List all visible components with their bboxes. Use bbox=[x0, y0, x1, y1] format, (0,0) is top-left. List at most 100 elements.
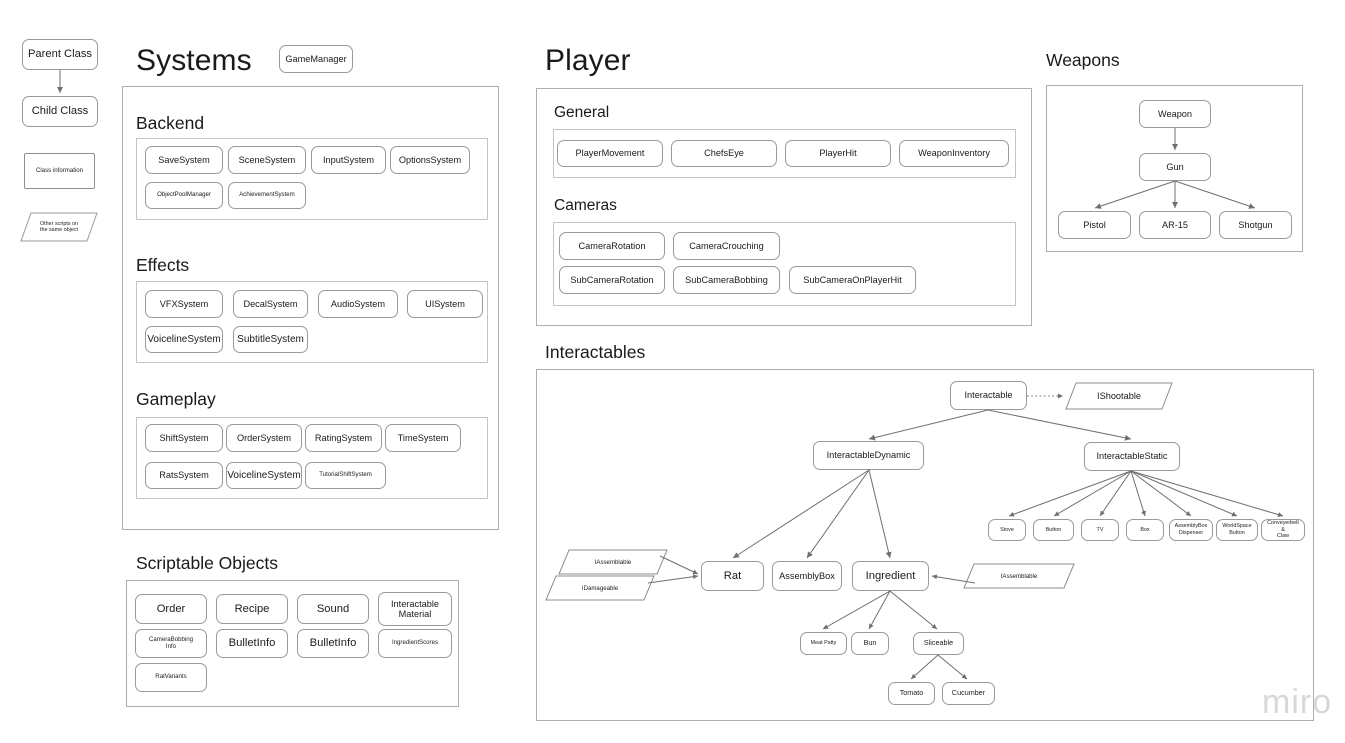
node-label: BulletInfo bbox=[309, 637, 357, 650]
node-shiftsystem[interactable]: ShiftSystem bbox=[145, 424, 223, 452]
node-voicelinesystem-gameplay[interactable]: VoicelineSystem bbox=[226, 462, 302, 489]
legend-other-scripts-parallelogram[interactable]: Other scripts on the same object bbox=[20, 212, 98, 242]
node-conveyerbelt-claw[interactable]: Conveyerbelt & Claw bbox=[1261, 519, 1305, 541]
node-idamageable-interface[interactable]: IDamageable bbox=[545, 575, 655, 601]
node-label: Meat Patty bbox=[810, 640, 837, 647]
node-objectpoolmanager[interactable]: ObjectPoolManager bbox=[145, 182, 223, 209]
node-label: Recipe bbox=[234, 602, 270, 615]
node-ar15[interactable]: AR-15 bbox=[1139, 211, 1211, 239]
node-interactablestatic[interactable]: InteractableStatic bbox=[1084, 442, 1180, 471]
node-cucumber[interactable]: Cucumber bbox=[942, 682, 995, 705]
node-label: BulletInfo bbox=[228, 637, 276, 650]
node-label: OptionsSystem bbox=[398, 154, 462, 165]
node-label: AR-15 bbox=[1161, 219, 1189, 230]
node-label: AudioSystem bbox=[330, 298, 386, 309]
systems-effects-title: Effects bbox=[136, 255, 190, 275]
legend-class-information-node[interactable]: Class information bbox=[24, 153, 95, 189]
node-assemblybox[interactable]: AssemblyBox bbox=[772, 561, 842, 591]
node-pistol[interactable]: Pistol bbox=[1058, 211, 1131, 239]
node-iassemblable-right-interface[interactable]: IAssemblable bbox=[963, 563, 1075, 589]
scriptable-objects-title: Scriptable Objects bbox=[136, 553, 279, 573]
node-label: Rat bbox=[723, 569, 742, 582]
node-ishootable-interface[interactable]: IShootable bbox=[1065, 382, 1173, 410]
node-interactabledynamic[interactable]: InteractableDynamic bbox=[813, 441, 924, 470]
node-subcamerabobbing[interactable]: SubCameraBobbing bbox=[673, 266, 780, 294]
node-label: IngredientScores bbox=[391, 639, 439, 647]
node-ingredient[interactable]: Ingredient bbox=[852, 561, 929, 591]
parallelogram-shape bbox=[558, 549, 668, 575]
node-bun[interactable]: Bun bbox=[851, 632, 889, 655]
node-audiosystem[interactable]: AudioSystem bbox=[318, 290, 398, 318]
node-box[interactable]: Box bbox=[1126, 519, 1164, 541]
node-subcameraonplayerhit[interactable]: SubCameraOnPlayerHit bbox=[789, 266, 916, 294]
node-label-line1: Interactable bbox=[390, 598, 439, 609]
node-tomato[interactable]: Tomato bbox=[888, 682, 935, 705]
node-ratvariants[interactable]: RatVariants bbox=[135, 663, 207, 692]
node-interactable[interactable]: Interactable bbox=[950, 381, 1027, 410]
parallelogram-shape bbox=[545, 575, 655, 601]
node-gun[interactable]: Gun bbox=[1139, 153, 1211, 181]
node-order[interactable]: Order bbox=[135, 594, 207, 624]
node-meat-patty[interactable]: Meat Patty bbox=[800, 632, 847, 655]
node-label: DecalSystem bbox=[243, 298, 298, 309]
node-tutorialshiftsystem[interactable]: TutorialShiftSystem bbox=[305, 462, 386, 489]
node-tv[interactable]: TV bbox=[1081, 519, 1119, 541]
node-label: RatingSystem bbox=[314, 432, 373, 443]
node-timesystem[interactable]: TimeSystem bbox=[385, 424, 461, 452]
node-ordersystem[interactable]: OrderSystem bbox=[226, 424, 302, 452]
node-playermovement[interactable]: PlayerMovement bbox=[557, 140, 663, 167]
legend-parent-class-node[interactable]: Parent Class bbox=[22, 39, 98, 70]
node-voicelinesystem-effects[interactable]: VoicelineSystem bbox=[145, 326, 223, 353]
node-bulletinfo-1[interactable]: BulletInfo bbox=[216, 629, 288, 658]
node-weaponinventory[interactable]: WeaponInventory bbox=[899, 140, 1009, 167]
node-scenesystem[interactable]: SceneSystem bbox=[228, 146, 306, 174]
node-savesystem[interactable]: SaveSystem bbox=[145, 146, 223, 174]
node-cameracrouching[interactable]: CameraCrouching bbox=[673, 232, 780, 260]
node-label-line1: AssemblyBox bbox=[1174, 523, 1208, 530]
node-playerhit[interactable]: PlayerHit bbox=[785, 140, 891, 167]
node-optionssystem[interactable]: OptionsSystem bbox=[390, 146, 470, 174]
node-ratssystem[interactable]: RatsSystem bbox=[145, 462, 223, 489]
systems-gameplay-title: Gameplay bbox=[136, 389, 216, 409]
node-label: CameraCrouching bbox=[689, 240, 764, 251]
player-cameras-title: Cameras bbox=[554, 197, 617, 214]
node-label: Order bbox=[156, 602, 186, 615]
node-label: ShiftSystem bbox=[159, 432, 209, 443]
node-label-line1: Conveyerbelt & bbox=[1267, 519, 1299, 533]
node-sliceable[interactable]: Sliceable bbox=[913, 632, 964, 655]
node-interactable-material[interactable]: Interactable Material bbox=[378, 592, 452, 626]
node-achievementsystem[interactable]: AchievementSystem bbox=[228, 182, 306, 209]
node-sound[interactable]: Sound bbox=[297, 594, 369, 624]
game-manager-node[interactable]: GameManager bbox=[279, 45, 353, 73]
node-label: Button bbox=[1045, 526, 1062, 533]
node-button[interactable]: Button bbox=[1033, 519, 1074, 541]
systems-title: Systems bbox=[136, 44, 252, 77]
node-inputsystem[interactable]: InputSystem bbox=[311, 146, 386, 174]
node-shotgun[interactable]: Shotgun bbox=[1219, 211, 1292, 239]
node-label: SubtitleSystem bbox=[237, 333, 304, 345]
node-decalsystem[interactable]: DecalSystem bbox=[233, 290, 308, 318]
node-ingredientscores[interactable]: IngredientScores bbox=[378, 629, 452, 658]
node-stove[interactable]: Stove bbox=[988, 519, 1026, 541]
node-rat[interactable]: Rat bbox=[701, 561, 764, 591]
node-label: SubCameraOnPlayerHit bbox=[803, 274, 902, 285]
node-label: WorldSpace Button bbox=[1222, 523, 1251, 537]
node-label: Weapon bbox=[1157, 108, 1193, 119]
node-assemblybox-dispenser[interactable]: AssemblyBox Dispenser bbox=[1169, 519, 1213, 541]
node-uisystem[interactable]: UISystem bbox=[407, 290, 483, 318]
node-iassemblable-left-interface[interactable]: IAssemblable bbox=[558, 549, 668, 575]
node-bulletinfo-2[interactable]: BulletInfo bbox=[297, 629, 369, 658]
node-vfxsystem[interactable]: VFXSystem bbox=[145, 290, 223, 318]
node-recipe[interactable]: Recipe bbox=[216, 594, 288, 624]
node-chefseye[interactable]: ChefsEye bbox=[671, 140, 777, 167]
node-weapon[interactable]: Weapon bbox=[1139, 100, 1211, 128]
node-ratingsystem[interactable]: RatingSystem bbox=[305, 424, 382, 452]
legend-other-scripts-line2: the same object bbox=[39, 227, 79, 233]
node-worldspace-button[interactable]: WorldSpace Button bbox=[1216, 519, 1258, 541]
legend-child-class-node[interactable]: Child Class bbox=[22, 96, 98, 127]
node-camerarotation[interactable]: CameraRotation bbox=[559, 232, 665, 260]
node-camerabobbinginfo[interactable]: CameraBobbing Info bbox=[135, 629, 207, 658]
node-label: Gun bbox=[1166, 161, 1184, 172]
node-subtitlesystem[interactable]: SubtitleSystem bbox=[233, 326, 308, 353]
node-subcamerarotation[interactable]: SubCameraRotation bbox=[559, 266, 665, 294]
